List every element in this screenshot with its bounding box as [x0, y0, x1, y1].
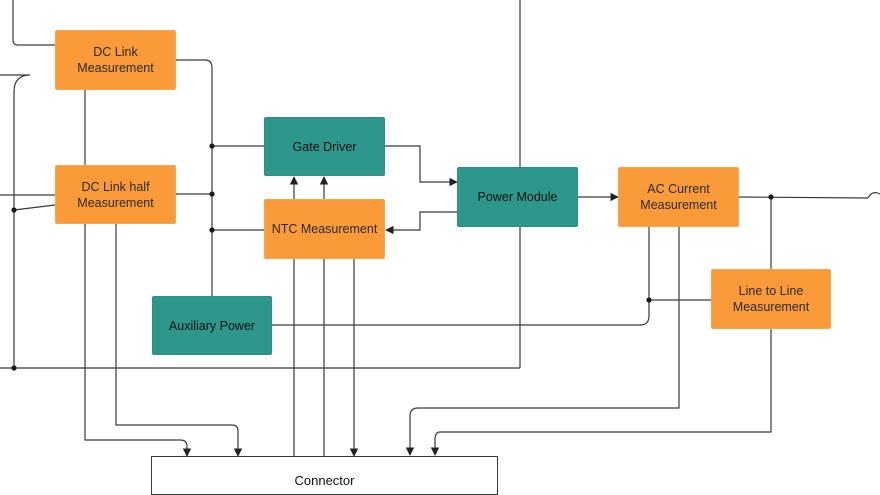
junction-dot [768, 194, 774, 200]
wire-left-top-to-dclink [12, 0, 55, 46]
junction-dot [646, 297, 652, 303]
connector-block[interactable]: Connector [151, 456, 498, 495]
dc-link-measurement-block[interactable]: DC Link Measurement [55, 30, 176, 90]
ntc-measurement-block[interactable]: NTC Measurement [264, 199, 385, 259]
wire-left-vertical [0, 74, 31, 368]
junction-dot [209, 143, 215, 149]
wire-left-to-dclink-half-2 [13, 204, 56, 211]
junction-dot [11, 207, 17, 213]
auxiliary-power-block[interactable]: Auxiliary Power [152, 296, 272, 355]
wire-aux-to-ac [272, 300, 650, 326]
wire-l2l-bottom [430, 329, 772, 456]
wire-ac-out [738, 196, 869, 199]
gate-driver-block[interactable]: Gate Driver [264, 117, 385, 176]
terminal-symbol [867, 192, 880, 199]
wire-dclink-right-bus [176, 59, 213, 296]
wire-power-to-ntc [385, 211, 457, 235]
junction-dot [209, 227, 215, 233]
wire-ac-mid-down [405, 227, 680, 456]
wire-ac-left-down [648, 227, 711, 301]
junction-dot [209, 191, 215, 197]
wire-dclink-half-down-1 [84, 224, 192, 457]
wire-gate-to-power [385, 145, 458, 187]
wire-dclink-half-down-2 [115, 224, 243, 457]
junction-dot [11, 365, 17, 371]
ac-current-measurement-block[interactable]: AC Current Measurement [618, 167, 739, 227]
dc-link-half-measurement-block[interactable]: DC Link half Measurement [55, 165, 176, 224]
line-to-line-measurement-block[interactable]: Line to Line Measurement [711, 269, 831, 329]
power-module-block[interactable]: Power Module [457, 167, 578, 227]
